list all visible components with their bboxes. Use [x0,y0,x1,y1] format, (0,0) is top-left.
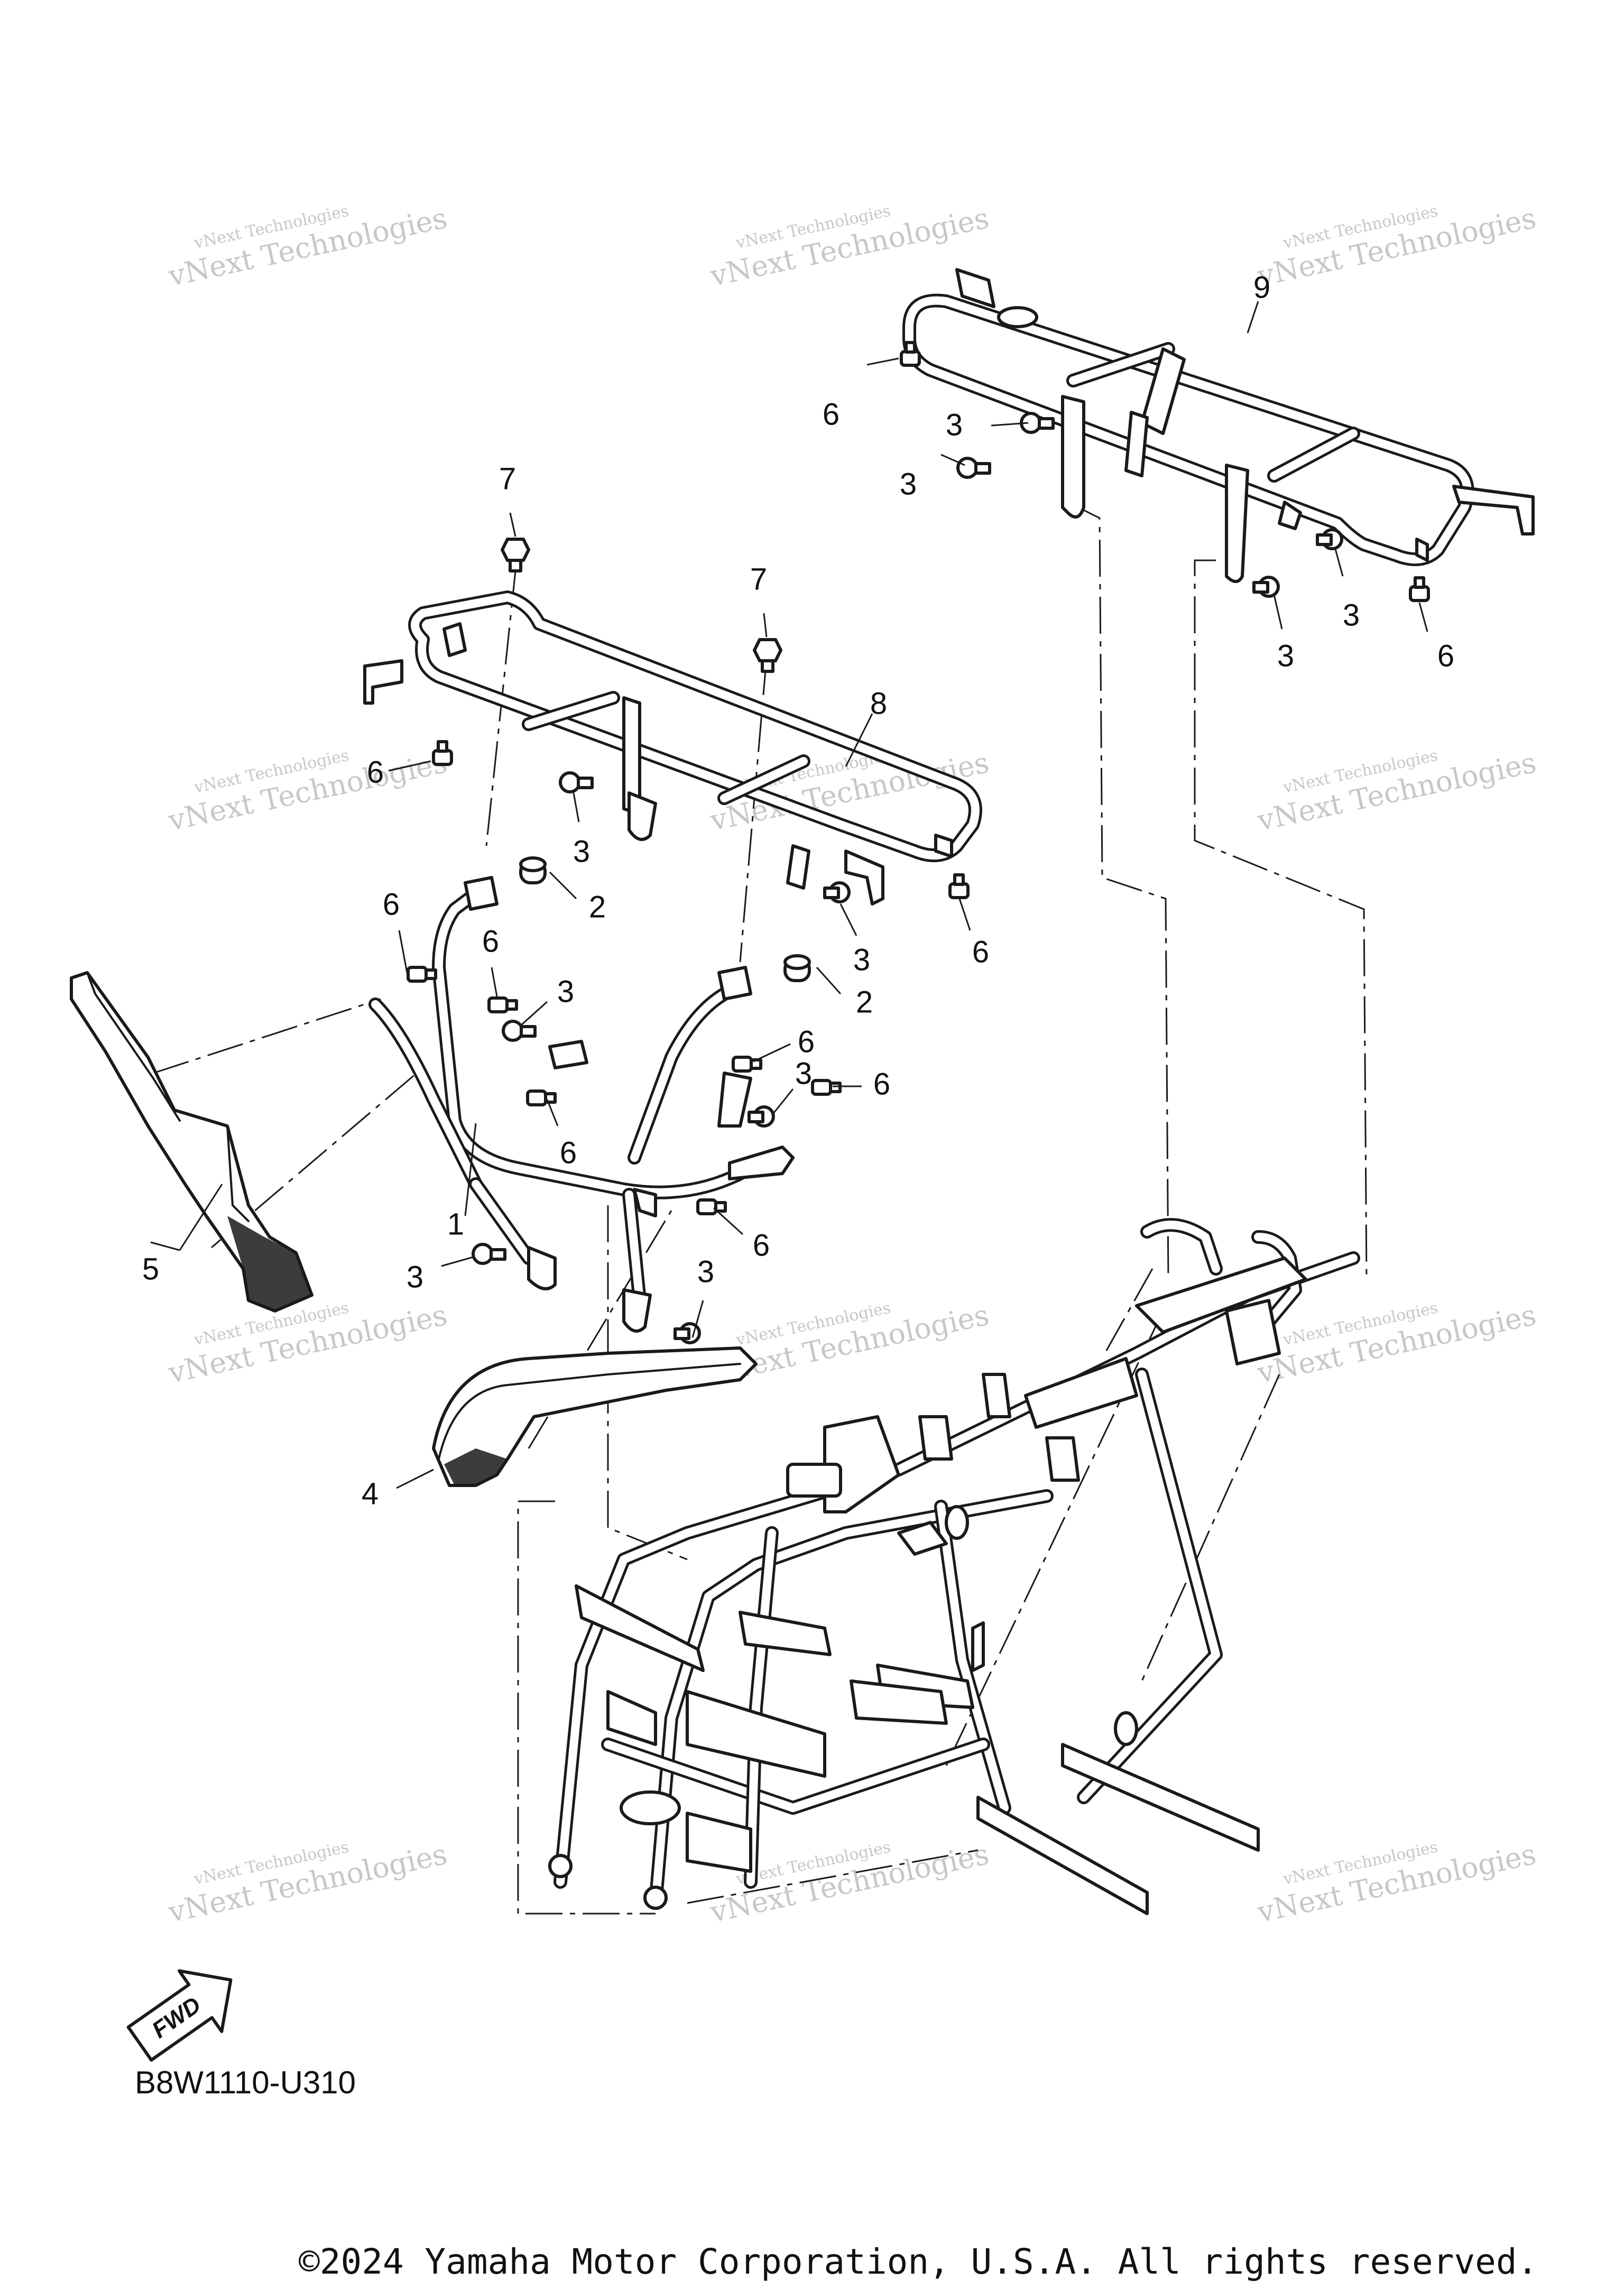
bolt [502,1020,537,1042]
callout-6: 6 [798,1024,815,1059]
front-panel [70,971,313,1313]
callout-2: 2 [856,985,873,1019]
front-carrier [363,590,982,906]
leader-lines [150,301,1428,1489]
callout-6: 6 [560,1135,577,1170]
bolt [1252,576,1280,598]
bolt [673,1322,701,1344]
watermark: vNext Technologies vNext Technologies [707,201,992,293]
callout-6: 6 [367,755,384,789]
bolt [900,341,921,367]
callout-3: 3 [946,408,963,442]
watermark: vNext Technologies vNext Technologies [1254,1837,1539,1929]
bolt [407,966,437,983]
callout-4: 4 [362,1476,379,1511]
callout-3: 3 [573,834,590,869]
bolt [432,740,453,766]
callout-6: 6 [972,935,989,969]
callout-3: 3 [557,974,574,1009]
fasteners [407,341,1430,1344]
bolt [1020,412,1055,434]
callout-3: 3 [407,1260,423,1294]
watermark: vNext Technologies vNext Technologies [1254,201,1539,293]
bolt [487,996,518,1013]
bolt [472,1243,506,1265]
callouts: 1 2 2 3 3 3 3 3 3 3 3 3 3 4 5 6 6 6 6 6 … [142,270,1454,1511]
callout-3: 3 [900,467,917,501]
callout-6: 6 [482,924,499,958]
copyright-notice: ©2024 Yamaha Motor Corporation, U.S.A. A… [299,2241,1538,2282]
callout-9: 9 [1253,270,1270,304]
fwd-arrow-icon: FWD [126,1969,233,2062]
watermark: vNext Technologies vNext Technologies [165,746,450,837]
watermark: vNext Technologies vNext Technologies [165,1837,450,1929]
bolt [753,638,782,673]
callout-3: 3 [1277,639,1294,673]
callout-6: 6 [753,1228,770,1262]
callout-3: 3 [697,1254,714,1289]
watermark: vNext Technologies vNext Technologies [165,201,450,293]
lower-guard [432,1346,758,1487]
rear-carrier [902,268,1535,583]
callout-5: 5 [142,1252,159,1286]
callout-3: 3 [795,1056,812,1091]
bolt [1316,528,1343,550]
callout-7: 7 [750,562,767,596]
bolt [948,873,970,899]
callout-7: 7 [499,461,516,496]
callout-8: 8 [870,686,887,721]
callout-6: 6 [1437,639,1454,673]
bolt [956,457,991,479]
bolt [1409,576,1430,602]
bolt [501,538,530,572]
watermark: vNext Technologies vNext Technologies [1254,746,1539,837]
callout-6: 6 [873,1067,890,1101]
bolt [823,881,851,903]
callout-3: 3 [853,943,870,977]
callout-2: 2 [589,890,606,924]
bolt [696,1198,727,1215]
callout-1: 1 [447,1207,464,1241]
damper [519,856,547,884]
front-guard [368,876,795,1333]
callout-6: 6 [383,887,400,921]
bolt [559,771,594,793]
damper [783,954,811,982]
main-frame [548,1218,1360,1915]
bolt [526,1089,557,1106]
bolt [732,1056,762,1073]
bolt [811,1079,842,1096]
callout-3: 3 [1343,598,1360,632]
bolt [748,1105,775,1128]
callout-6: 6 [823,397,839,431]
diagram-code: B8W1110-U310 [135,2065,356,2100]
